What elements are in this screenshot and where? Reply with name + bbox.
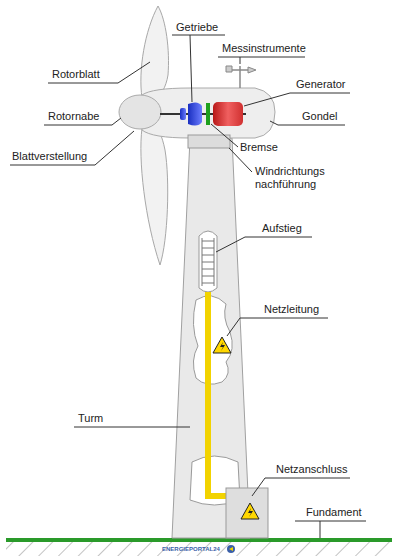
part-label: Rotorblatt	[52, 68, 100, 81]
part-label: Gondel	[302, 110, 337, 123]
watermark: ENERGIEPORTAL24	[162, 546, 220, 553]
part-label: Generator	[296, 78, 346, 91]
part-label: Netzleitung	[264, 303, 319, 316]
part-label: Bremse	[240, 141, 278, 154]
part-label: Turm	[78, 412, 103, 425]
part-label: Messinstrumente	[222, 42, 306, 55]
part-label: Windrichtungs nachführung	[255, 165, 339, 191]
part-label: Rotornabe	[48, 110, 99, 123]
part-label: Blattverstellung	[12, 150, 87, 163]
part-label: Getriebe	[176, 21, 218, 34]
part-label: Netzanschluss	[276, 463, 348, 476]
part-label: Fundament	[306, 506, 362, 519]
part-label: Aufstieg	[262, 222, 302, 235]
